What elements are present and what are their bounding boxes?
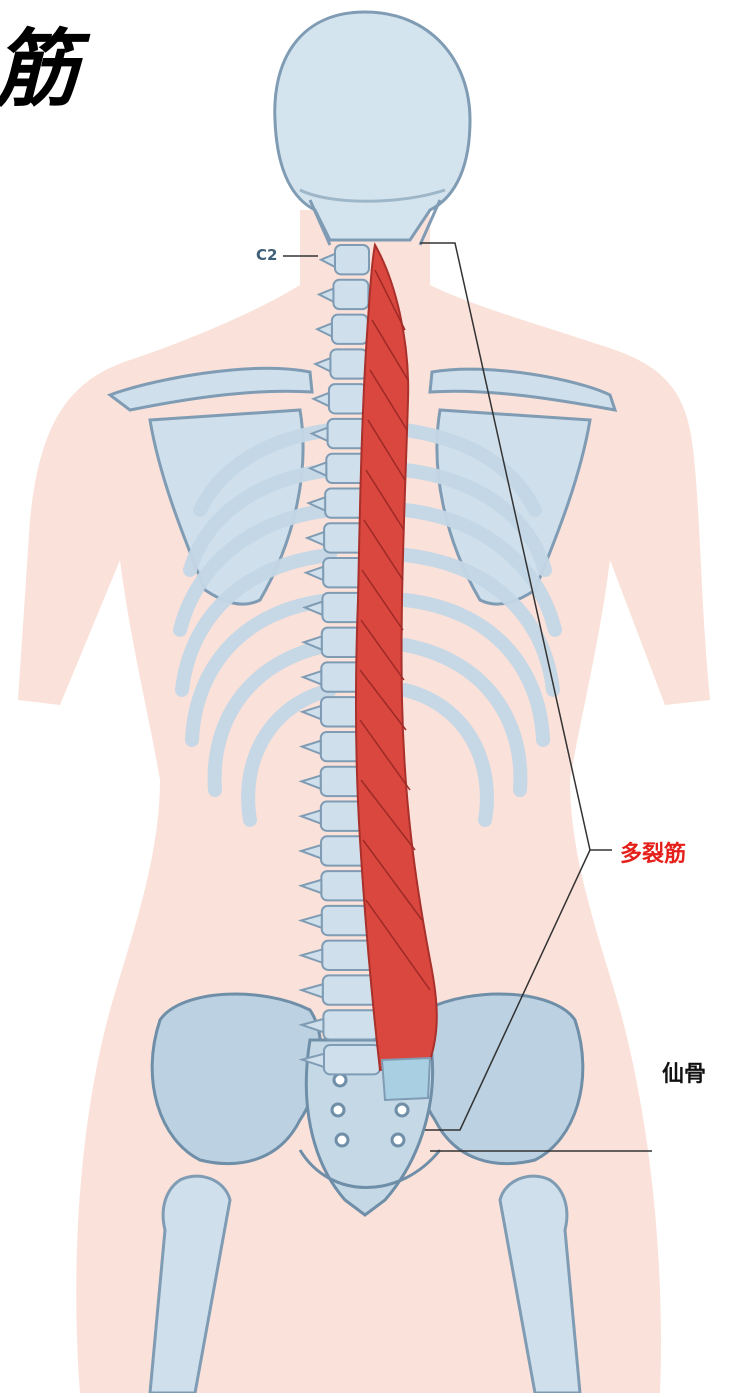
label-c2-vertebra: C2 [256,246,277,264]
label-sacrum: 仙骨 [662,1056,706,1088]
vertebra [328,419,367,448]
vertebra [329,384,367,413]
vertebra [333,280,368,309]
vertebra [335,245,369,274]
label-multifidus: 多裂筋 [620,836,686,868]
vertebra [323,975,377,1004]
vertebra [324,1045,380,1074]
page-title: 筋 [0,2,76,123]
vertebra [330,349,367,378]
vertebra [332,315,368,344]
vertebra [323,1010,378,1039]
